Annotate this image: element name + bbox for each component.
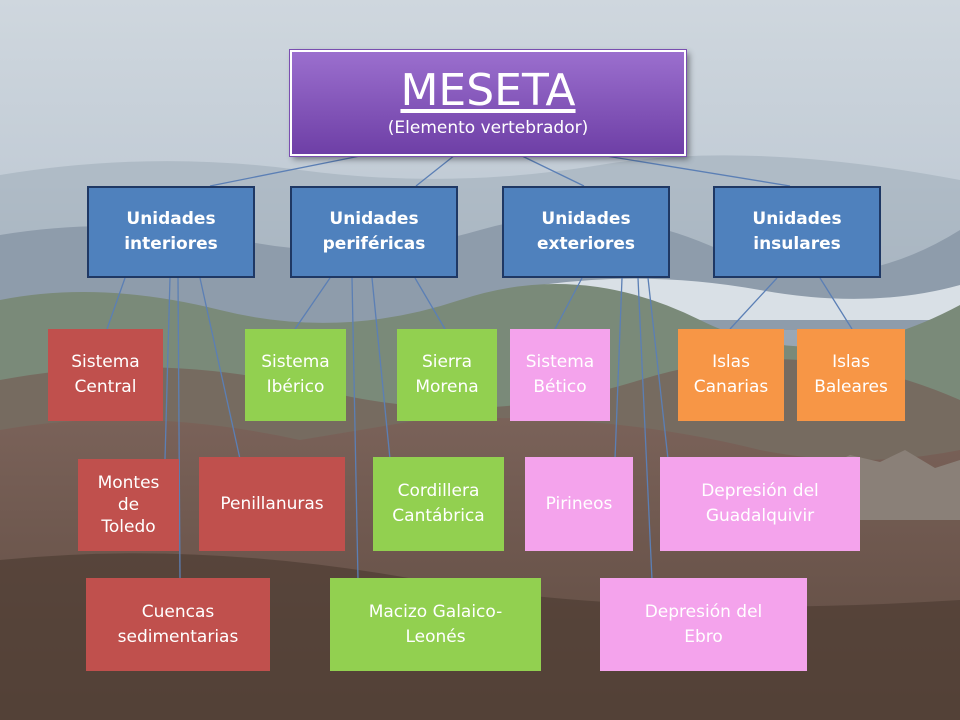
unit-line: Sistema xyxy=(525,352,595,373)
unit-line: Cuencas xyxy=(141,601,215,622)
unit-depresion-ebro: Depresión del Ebro xyxy=(600,578,807,671)
root-meseta-box: MESETA (Elemento vertebrador) xyxy=(290,50,686,156)
unit-line: Sistema xyxy=(71,352,140,373)
unit-sistema-iberico: Sistema Ibérico xyxy=(245,329,346,421)
unit-montes-de-toledo: Montes de Toledo xyxy=(78,459,179,551)
category-insulares: Unidades insulares xyxy=(713,186,881,278)
unit-line: Bético xyxy=(533,377,587,397)
category-line1: Unidades xyxy=(126,209,216,230)
unit-islas-canarias: Islas Canarias xyxy=(678,329,784,421)
unit-line: Islas xyxy=(712,352,750,373)
unit-line: Guadalquivir xyxy=(705,506,815,526)
unit-cordillera-cantabrica: Cordillera Cantábrica xyxy=(373,457,504,551)
unit-cuencas-sedimentarias: Cuencas sedimentarias xyxy=(86,578,270,671)
unit-islas-baleares: Islas Baleares xyxy=(797,329,905,421)
unit-sistema-betico: Sistema Bético xyxy=(510,329,610,421)
unit-line: Toledo xyxy=(101,517,156,538)
unit-line: sedimentarias xyxy=(117,626,239,647)
unit-line: Baleares xyxy=(814,377,888,397)
unit-line: Ebro xyxy=(684,626,723,647)
unit-sistema-central: Sistema Central xyxy=(48,329,163,421)
unit-sierra-morena: Sierra Morena xyxy=(397,329,497,421)
unit-line: Cordillera xyxy=(397,481,480,502)
category-line2: periféricas xyxy=(322,234,426,254)
category-perifericas: Unidades periféricas xyxy=(290,186,458,278)
unit-line: Sistema xyxy=(261,352,330,373)
unit-line: Pirineos xyxy=(545,493,613,514)
category-line2: interiores xyxy=(124,234,218,254)
unit-pirineos: Pirineos xyxy=(525,457,633,551)
unit-line: Morena xyxy=(415,377,479,397)
unit-line: Canarias xyxy=(693,377,769,397)
unit-line: Macizo Galaico- xyxy=(368,601,503,622)
unit-line: Depresión del xyxy=(644,601,763,622)
unit-line: Sierra xyxy=(421,352,473,373)
category-line1: Unidades xyxy=(329,209,419,230)
category-line2: insulares xyxy=(753,234,841,254)
category-line2: exteriores xyxy=(536,234,636,254)
unit-line: Cantábrica xyxy=(392,506,485,526)
category-exteriores: Unidades exteriores xyxy=(502,186,670,278)
unit-line: Central xyxy=(74,377,137,397)
root-title: MESETA xyxy=(400,64,576,116)
unit-line: Islas xyxy=(832,352,870,373)
unit-depresion-guadalquivir: Depresión del Guadalquivir xyxy=(660,457,860,551)
unit-line: Montes xyxy=(97,472,160,493)
unit-macizo-galaico-leones: Macizo Galaico- Leonés xyxy=(330,578,541,671)
unit-line: Leonés xyxy=(405,626,466,647)
unit-line: de xyxy=(117,494,140,515)
unit-line: Penillanuras xyxy=(220,493,324,514)
unit-penillanuras: Penillanuras xyxy=(199,457,345,551)
category-line1: Unidades xyxy=(541,209,631,230)
unit-line: Depresión del xyxy=(701,481,819,502)
category-line1: Unidades xyxy=(752,209,842,230)
category-interiores: Unidades interiores xyxy=(87,186,255,278)
unit-line: Ibérico xyxy=(266,377,325,397)
root-subtitle: (Elemento vertebrador) xyxy=(387,118,589,139)
